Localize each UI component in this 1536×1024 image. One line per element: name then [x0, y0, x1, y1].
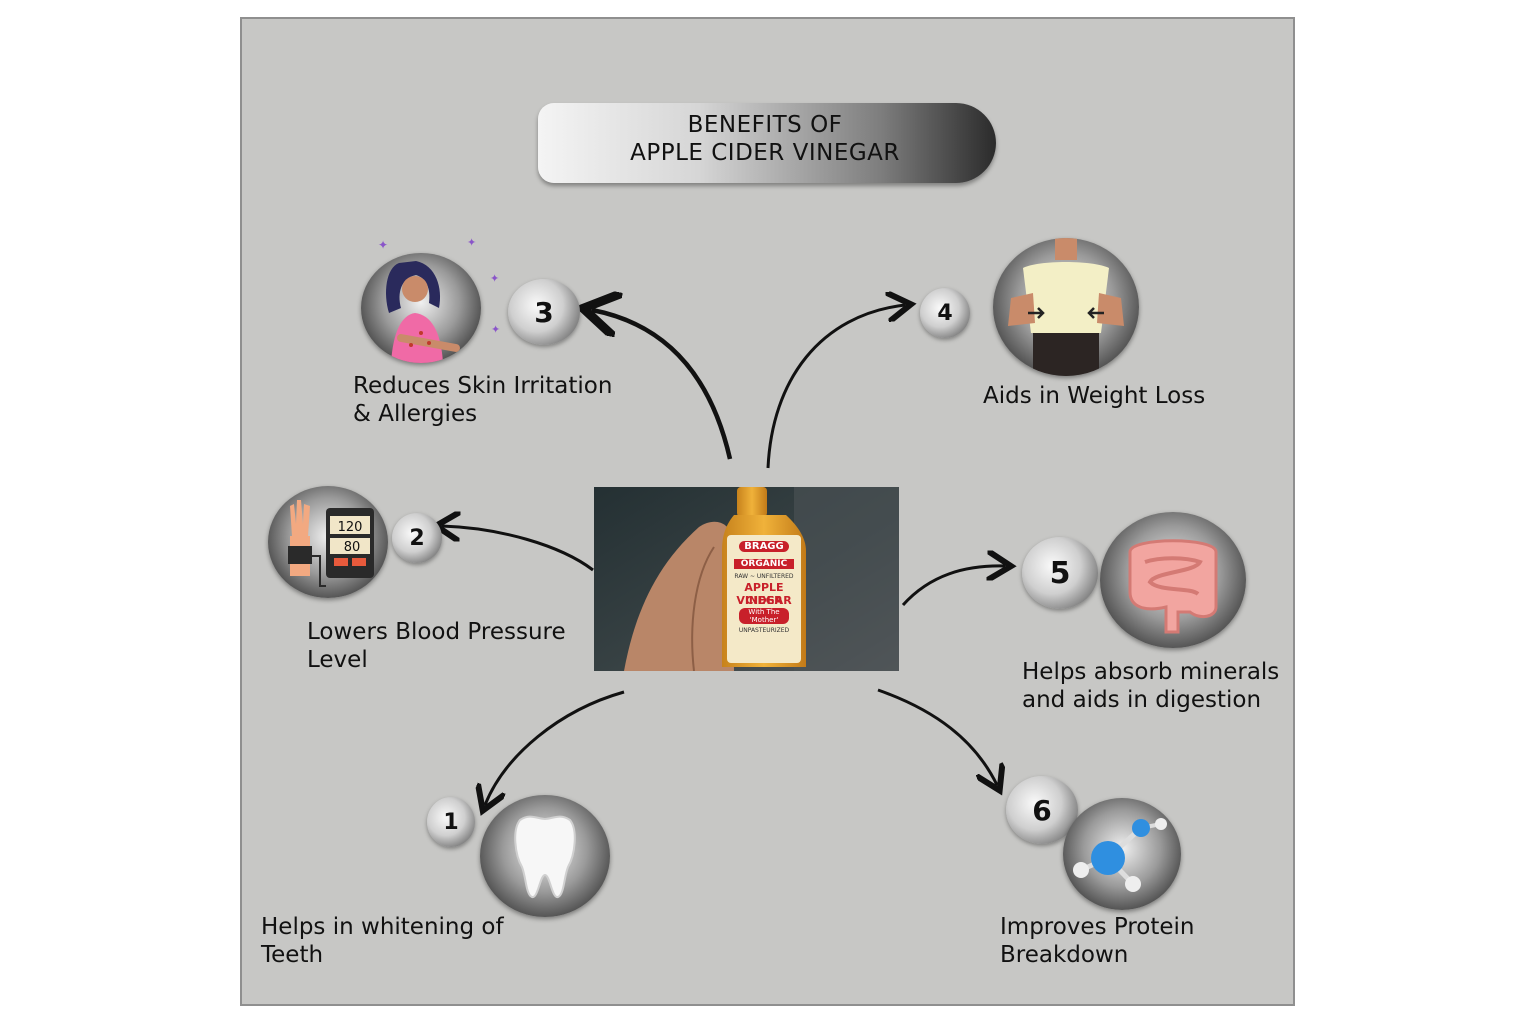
bottle-sub: RAW ~ UNFILTERED: [734, 573, 794, 580]
benefit-5-number: 5: [1022, 537, 1098, 609]
benefit-2-label-line: Level: [307, 647, 368, 673]
benefit-6-label-line: Improves Protein: [1000, 914, 1195, 940]
benefit-5-label: Helps absorb minerals and aids in digest…: [1022, 658, 1279, 714]
sparkle-icon: ✦: [490, 272, 500, 285]
tooth-icon: [514, 815, 576, 898]
arrow-to-benefit-6: [877, 688, 997, 785]
title-line-1: BENEFITS OF: [687, 112, 843, 138]
intestine-icon: [1128, 539, 1218, 634]
benefit-2-label-line: Lowers Blood Pressure: [307, 619, 566, 645]
benefit-3-label-line: & Allergies: [353, 401, 478, 427]
blood-pressure-icon: [288, 500, 374, 587]
bottle-name-2: VINEGAR: [736, 594, 792, 607]
bottle-organic: ORGANIC: [734, 559, 794, 569]
benefit-3-label-line: Reduces Skin Irritation: [353, 373, 613, 399]
vinegar-bottle-photo: BRAGG ORGANIC RAW ~ UNFILTERED APPLE CID…: [594, 487, 899, 671]
sparkle-icon: ✦: [378, 238, 389, 252]
bp-diastolic: 80: [343, 540, 361, 555]
arrow-to-benefit-4: [766, 305, 905, 469]
benefit-1-label: Helps in whitening of Teeth: [261, 913, 504, 969]
bottle-mother: With The 'Mother': [739, 608, 789, 624]
benefit-4-number: 4: [920, 288, 970, 338]
benefit-1-label-line: Helps in whitening of: [261, 914, 504, 940]
benefit-6-icon-circle: [1063, 798, 1181, 910]
sparkle-icon: ✦: [467, 236, 477, 249]
weight-loss-icon: [1008, 238, 1124, 376]
benefit-6-number: 6: [1006, 776, 1078, 844]
benefit-4-label-line: Aids in Weight Loss: [983, 383, 1206, 409]
benefit-2-label: Lowers Blood Pressure Level: [307, 618, 566, 674]
skin-irritation-icon: [386, 261, 460, 363]
bottle-name-1: APPLE CIDER: [744, 581, 784, 607]
arrow-to-benefit-1: [485, 690, 625, 805]
benefit-2-icon-circle: [268, 486, 388, 598]
benefit-5-label-line: and aids in digestion: [1022, 687, 1262, 713]
bottle-unpasteurized: UNPASTEURIZED: [738, 627, 790, 634]
benefit-6-label-line: Breakdown: [1000, 942, 1129, 968]
benefit-5-icon-circle: [1100, 512, 1246, 648]
benefit-1-label-line: Teeth: [261, 942, 324, 968]
arrow-to-benefit-3: [592, 310, 733, 460]
benefit-4-label: Aids in Weight Loss: [983, 382, 1205, 410]
benefit-4-icon-circle: [993, 238, 1139, 376]
benefit-3-icon-circle: [361, 253, 481, 363]
benefit-1-icon-circle: [480, 795, 610, 917]
molecule-icon: [1073, 818, 1167, 892]
benefit-3-number: 3: [508, 279, 580, 345]
sparkle-icon: ✦: [491, 323, 501, 336]
title-banner: [538, 103, 996, 183]
benefit-6-label: Improves Protein Breakdown: [1000, 913, 1195, 969]
benefit-5-label-line: Helps absorb minerals: [1022, 659, 1280, 685]
arrow-to-benefit-5: [901, 566, 1005, 607]
title-line-2: APPLE CIDER VINEGAR: [630, 140, 900, 166]
bottle-brand: BRAGG: [739, 541, 789, 552]
benefit-2-number: 2: [392, 513, 442, 563]
benefit-1-number: 1: [427, 797, 475, 847]
benefit-3-label: Reduces Skin Irritation & Allergies: [353, 372, 612, 428]
arrow-to-benefit-2: [442, 526, 594, 572]
bp-systolic: 120: [337, 520, 363, 535]
